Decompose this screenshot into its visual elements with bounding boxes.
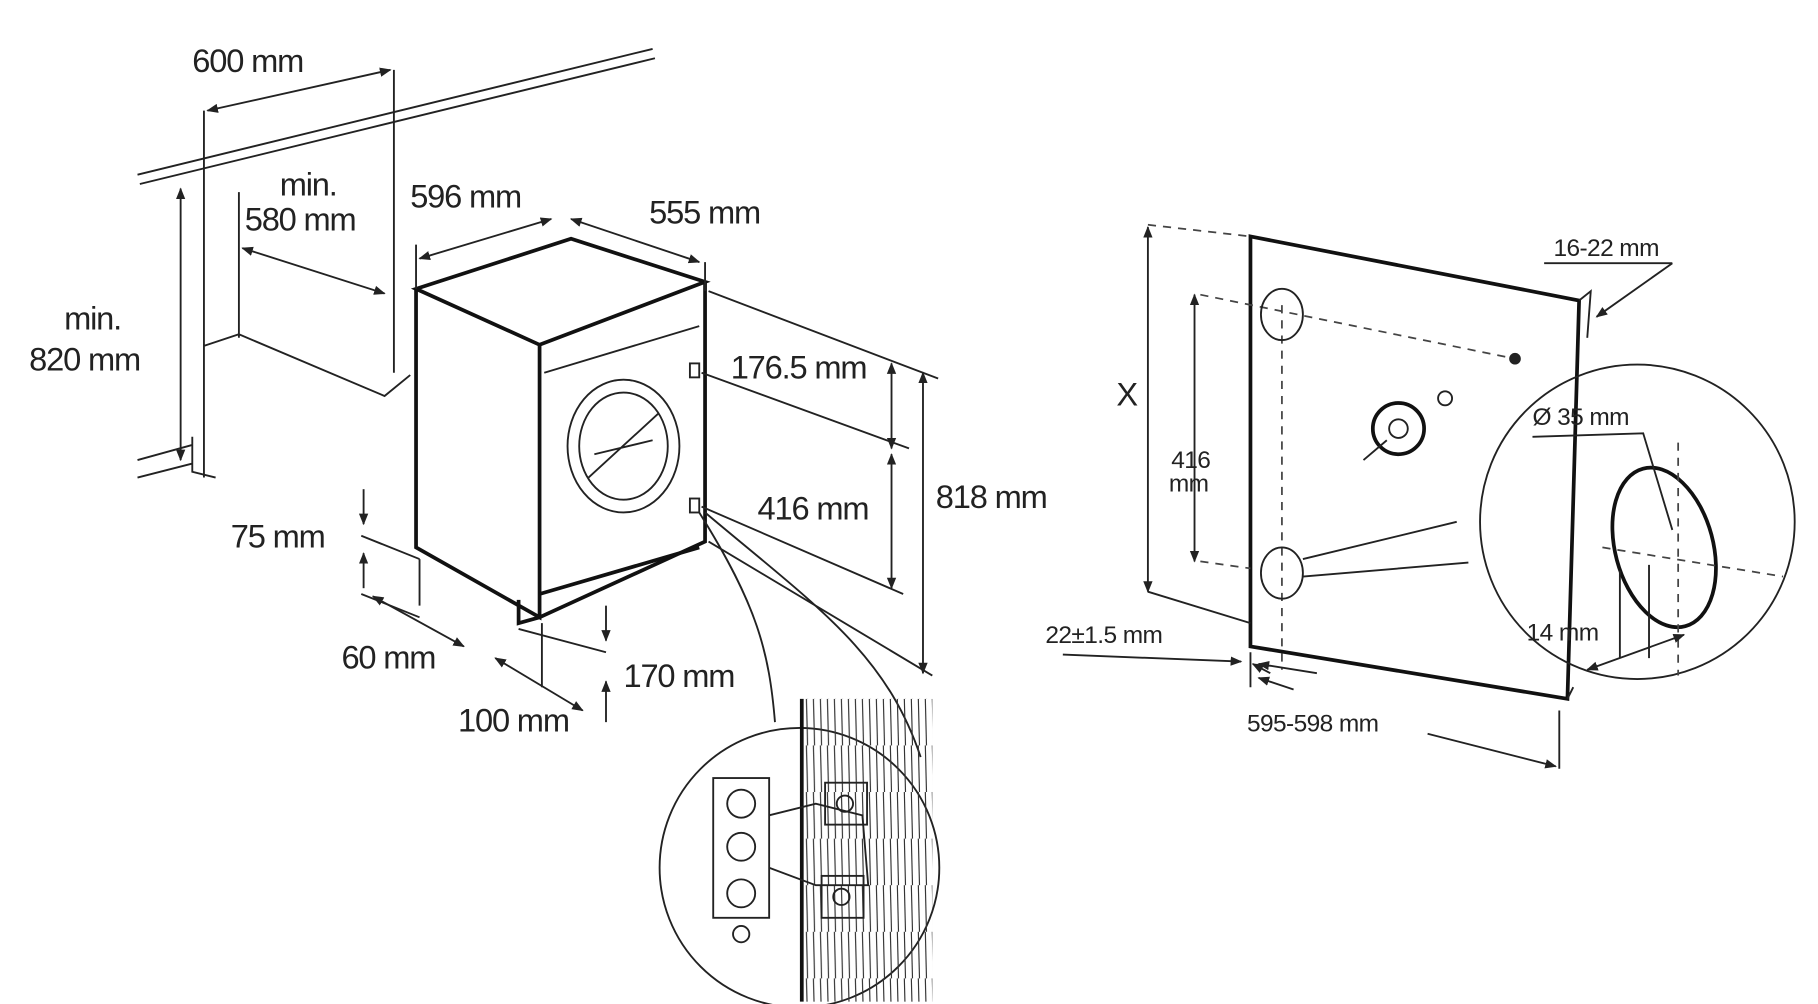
plinth-recess-label: 60 mm [341, 639, 435, 676]
side-offset-label: 22±1.5 mm [1045, 622, 1162, 649]
plinth-height-label: 75 mm [231, 517, 325, 554]
niche-depth-label: 580 mm [245, 201, 356, 238]
door-height-label: X [1116, 375, 1138, 412]
left-dimension-labels: 600 mm min. 580 mm min. 820 mm 596 mm 55… [29, 42, 1048, 738]
appliance-depth-label: 555 mm [649, 194, 760, 231]
door-hinge-spacing-label: 416 [1171, 447, 1210, 474]
hinge-top-offset-label: 176.5 mm [731, 349, 867, 386]
hinge-detail-callout [658, 511, 941, 1004]
foot-depth-label: 100 mm [458, 701, 569, 738]
niche-drawing [137, 48, 656, 479]
appliance-drawing [358, 217, 939, 723]
appliance-width-label: 596 mm [410, 177, 521, 214]
niche-height-label: 820 mm [29, 340, 140, 377]
door-width-label: 595-598 mm [1247, 710, 1378, 737]
hinge-spacing-label: 416 mm [758, 489, 869, 526]
door-panel-drawing [1062, 223, 1796, 769]
door-thickness-label: 16-22 mm [1553, 235, 1658, 262]
door-hinge-spacing-unit: mm [1169, 471, 1209, 498]
niche-width-label: 600 mm [192, 42, 303, 79]
appliance-height-label: 818 mm [936, 478, 1047, 515]
niche-depth-min-label: min. [280, 166, 337, 203]
right-dimension-labels: X 416 mm 16-22 mm Ø 35 mm 14 mm 22±1.5 m… [1045, 235, 1659, 737]
hole-edge-offset-label: 14 mm [1527, 620, 1599, 647]
niche-height-min-label: min. [64, 300, 121, 337]
hole-diameter-label: Ø 35 mm [1532, 404, 1629, 431]
foot-height-label: 170 mm [623, 657, 734, 694]
